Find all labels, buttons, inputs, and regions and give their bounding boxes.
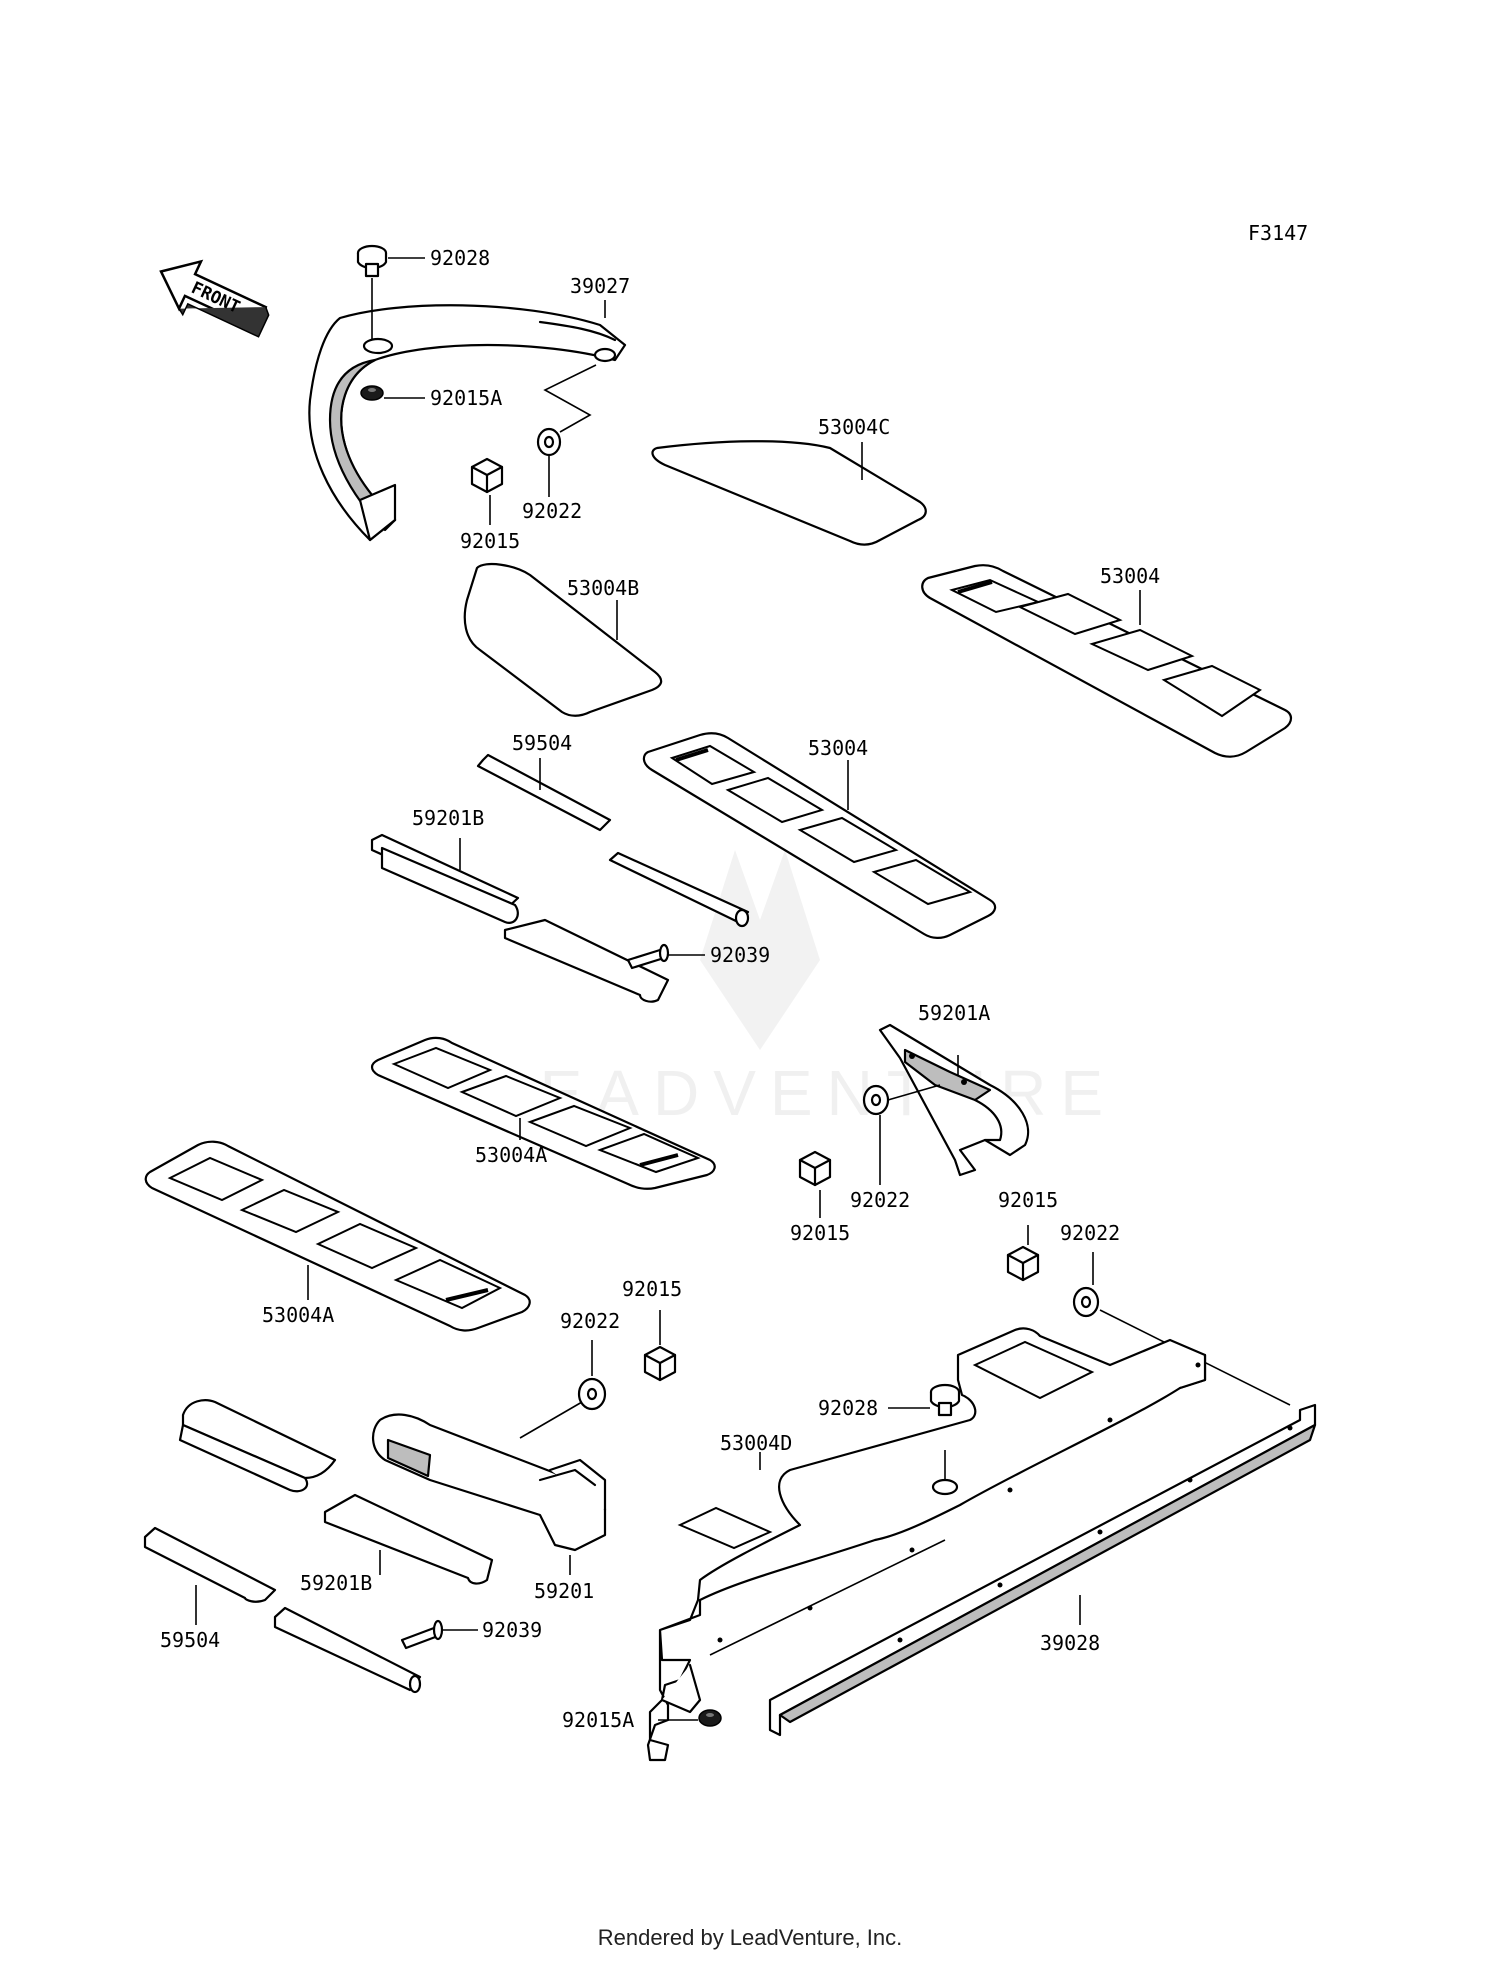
- callout-53004A-mid: 53004A: [475, 1143, 547, 1167]
- part-53004C-pad: [651, 440, 927, 546]
- part-92015A-nut-top: [360, 385, 384, 401]
- part-59201B-channel-bottom: [178, 1399, 494, 1585]
- callout-53004B: 53004B: [567, 576, 639, 600]
- part-92015-nut-d: [643, 1345, 677, 1382]
- leader-washer-b: [887, 1084, 941, 1101]
- callout-92028-bottom: 92028: [818, 1396, 878, 1420]
- part-92022-washer-d: [577, 1377, 607, 1411]
- part-92028-bolt-bottom: [929, 1383, 961, 1417]
- callout-92022-a: 92022: [522, 499, 582, 523]
- leader-handle-rear: [543, 364, 597, 433]
- callout-53004D: 53004D: [720, 1431, 792, 1455]
- part-53004A-mat-left: [144, 1140, 531, 1332]
- callout-92015-a: 92015: [460, 529, 520, 553]
- part-53004-mat-right: [921, 564, 1293, 758]
- part-92039-rivet-bottom: [400, 1619, 444, 1650]
- callout-39027: 39027: [570, 274, 630, 298]
- callout-92015-d: 92015: [622, 1277, 682, 1301]
- callout-53004C: 53004C: [818, 415, 890, 439]
- callout-92015-b: 92015: [790, 1221, 850, 1245]
- part-53004A-mat-mid: [370, 1036, 716, 1190]
- part-59201B-channel-top: [370, 833, 670, 1003]
- part-39027-handle: [308, 304, 627, 542]
- callout-92039-bottom: 92039: [482, 1618, 542, 1642]
- part-92015-nut-a: [470, 457, 504, 494]
- part-92022-washer-c: [1072, 1286, 1100, 1318]
- callout-59201A: 59201A: [918, 1001, 990, 1025]
- part-59201-handle: [372, 1413, 607, 1552]
- part-92015-nut-c: [1006, 1245, 1040, 1282]
- callout-59201B-bottom: 59201B: [300, 1571, 372, 1595]
- part-59504-strip-top: [476, 753, 750, 928]
- callout-92022-b: 92022: [850, 1188, 910, 1212]
- part-53004B-pad: [463, 562, 663, 717]
- callout-92022-d: 92022: [560, 1309, 620, 1333]
- callout-59201B-top: 59201B: [412, 806, 484, 830]
- part-59504-strip-bottom: [143, 1526, 422, 1694]
- part-92022-washer-b: [862, 1084, 890, 1116]
- part-59201A-handle: [878, 1023, 1030, 1177]
- part-92015-nut-b: [798, 1150, 832, 1187]
- part-53004-mat-mid: [642, 732, 997, 939]
- callout-92039-top: 92039: [710, 943, 770, 967]
- part-92015A-nut-bottom: [698, 1709, 722, 1727]
- part-92022-washer-a: [536, 427, 562, 457]
- leader-92015A-bottom-up: [709, 1539, 946, 1656]
- part-92028-bolt-top: [356, 244, 388, 278]
- callout-59504-top: 59504: [512, 731, 572, 755]
- callout-92015A-bottom: 92015A: [562, 1708, 634, 1732]
- callout-53004A-left: 53004A: [262, 1303, 334, 1327]
- front-arrow-icon: FRONT: [159, 259, 270, 338]
- callout-92028-top: 92028: [430, 246, 490, 270]
- figure-code: F3147: [1248, 221, 1308, 245]
- part-53004D-mat: [646, 1327, 1207, 1762]
- callout-59201: 59201: [534, 1579, 594, 1603]
- watermark: LEADVENTURE: [490, 850, 1103, 1129]
- leader-washer-d: [519, 1401, 583, 1439]
- callout-92015-c: 92015: [998, 1188, 1058, 1212]
- part-39028-rail: [768, 1403, 1317, 1737]
- callout-53004-right: 53004: [1100, 564, 1160, 588]
- callout-39028: 39028: [1040, 1631, 1100, 1655]
- callout-92022-c: 92022: [1060, 1221, 1120, 1245]
- part-92039-rivet-top: [626, 943, 670, 970]
- callout-92015A-top: 92015A: [430, 386, 502, 410]
- callout-53004-mid: 53004: [808, 736, 868, 760]
- callout-59504-bottom: 59504: [160, 1628, 220, 1652]
- render-credit: Rendered by LeadVenture, Inc.: [597, 1925, 903, 1950]
